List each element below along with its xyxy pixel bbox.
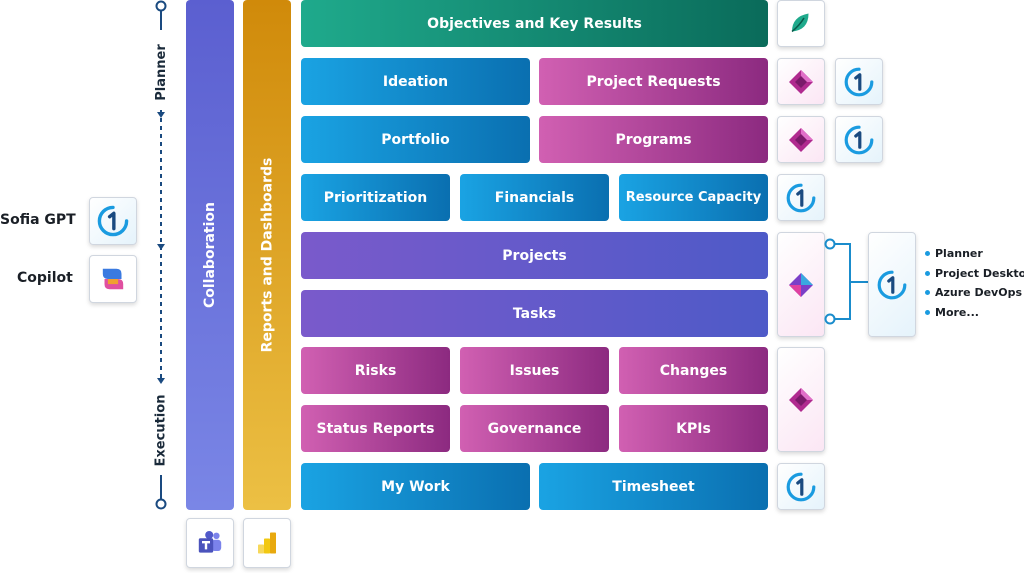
list-item: More... bbox=[925, 303, 1024, 323]
issues-block[interactable]: Issues bbox=[460, 347, 609, 394]
bullet-icon bbox=[925, 251, 930, 257]
onepoint-tile[interactable] bbox=[777, 463, 825, 510]
bullet-icon bbox=[925, 309, 930, 315]
timesheet-block[interactable]: Timesheet bbox=[539, 463, 768, 510]
project-requests-block[interactable]: Project Requests bbox=[539, 58, 768, 105]
copilot-label: Copilot bbox=[17, 270, 73, 286]
project-tile[interactable] bbox=[777, 232, 825, 337]
portfolio-block[interactable]: Portfolio bbox=[301, 116, 530, 163]
collaboration-label: Collaboration bbox=[202, 201, 219, 309]
timeline-end-node bbox=[155, 498, 167, 510]
integrations-list: Planner Project Desktop Azure DevOps Mor… bbox=[925, 244, 1024, 322]
power-apps-tile[interactable] bbox=[777, 58, 825, 105]
bullet-icon bbox=[925, 270, 930, 276]
ideation-block[interactable]: Ideation bbox=[301, 58, 530, 105]
list-item: Planner bbox=[925, 244, 1024, 264]
onepoint-icon bbox=[843, 66, 875, 98]
onepoint-tile[interactable] bbox=[777, 174, 825, 221]
tasks-block[interactable]: Tasks bbox=[301, 290, 768, 337]
viva-goals-icon bbox=[786, 9, 816, 39]
microsoft-project-icon bbox=[786, 270, 816, 300]
bullet-icon bbox=[925, 290, 930, 296]
power-apps-tile[interactable] bbox=[777, 347, 825, 452]
copilot-icon bbox=[96, 262, 130, 296]
connector bbox=[824, 238, 868, 325]
power-apps-icon bbox=[786, 67, 816, 97]
resource-capacity-block[interactable]: Resource Capacity bbox=[619, 174, 768, 221]
timeline-arrow bbox=[157, 244, 165, 250]
list-item: Azure DevOps bbox=[925, 283, 1024, 303]
my-work-block[interactable]: My Work bbox=[301, 463, 530, 510]
sofia-gpt-tile[interactable] bbox=[89, 197, 137, 245]
governance-block[interactable]: Governance bbox=[460, 405, 609, 452]
timeline-label-planner: Planner bbox=[153, 43, 169, 101]
power-apps-tile[interactable] bbox=[777, 116, 825, 163]
sofia-gpt-label: Sofia GPT bbox=[0, 212, 76, 228]
timeline: Planner Execution bbox=[150, 0, 172, 512]
onepoint-icon bbox=[785, 182, 817, 214]
financials-block[interactable]: Financials bbox=[460, 174, 609, 221]
copilot-tile[interactable] bbox=[89, 255, 137, 303]
changes-block[interactable]: Changes bbox=[619, 347, 768, 394]
collaboration-bar[interactable]: Collaboration bbox=[186, 0, 234, 510]
projects-block[interactable]: Projects bbox=[301, 232, 768, 279]
list-item: Project Desktop bbox=[925, 264, 1024, 284]
viva-goals-tile[interactable] bbox=[777, 0, 825, 47]
okr-block[interactable]: Objectives and Key Results bbox=[301, 0, 768, 47]
prioritization-block[interactable]: Prioritization bbox=[301, 174, 450, 221]
onepoint-icon bbox=[876, 269, 908, 301]
power-apps-icon bbox=[786, 125, 816, 155]
connector-node bbox=[824, 238, 836, 250]
status-reports-block[interactable]: Status Reports bbox=[301, 405, 450, 452]
timeline-arrow bbox=[157, 378, 165, 384]
onepoint-tile[interactable] bbox=[835, 116, 883, 163]
onepoint-icon bbox=[785, 471, 817, 503]
onepoint-tile[interactable] bbox=[835, 58, 883, 105]
connector-node bbox=[824, 313, 836, 325]
risks-block[interactable]: Risks bbox=[301, 347, 450, 394]
teams-tile[interactable] bbox=[186, 518, 234, 568]
reports-dashboards-bar[interactable]: Reports and Dashboards bbox=[243, 0, 291, 510]
onepoint-integration-tile[interactable] bbox=[868, 232, 916, 337]
timeline-label-execution: Execution bbox=[153, 394, 169, 466]
power-bi-icon bbox=[252, 528, 282, 558]
teams-icon bbox=[194, 527, 226, 559]
onepoint-icon bbox=[843, 124, 875, 156]
onepoint-icon bbox=[96, 204, 130, 238]
power-bi-tile[interactable] bbox=[243, 518, 291, 568]
timeline-arrow bbox=[157, 112, 165, 118]
kpis-block[interactable]: KPIs bbox=[619, 405, 768, 452]
power-apps-icon bbox=[786, 385, 816, 415]
reports-dashboards-label: Reports and Dashboards bbox=[259, 157, 275, 353]
timeline-start-node bbox=[155, 0, 167, 12]
programs-block[interactable]: Programs bbox=[539, 116, 768, 163]
